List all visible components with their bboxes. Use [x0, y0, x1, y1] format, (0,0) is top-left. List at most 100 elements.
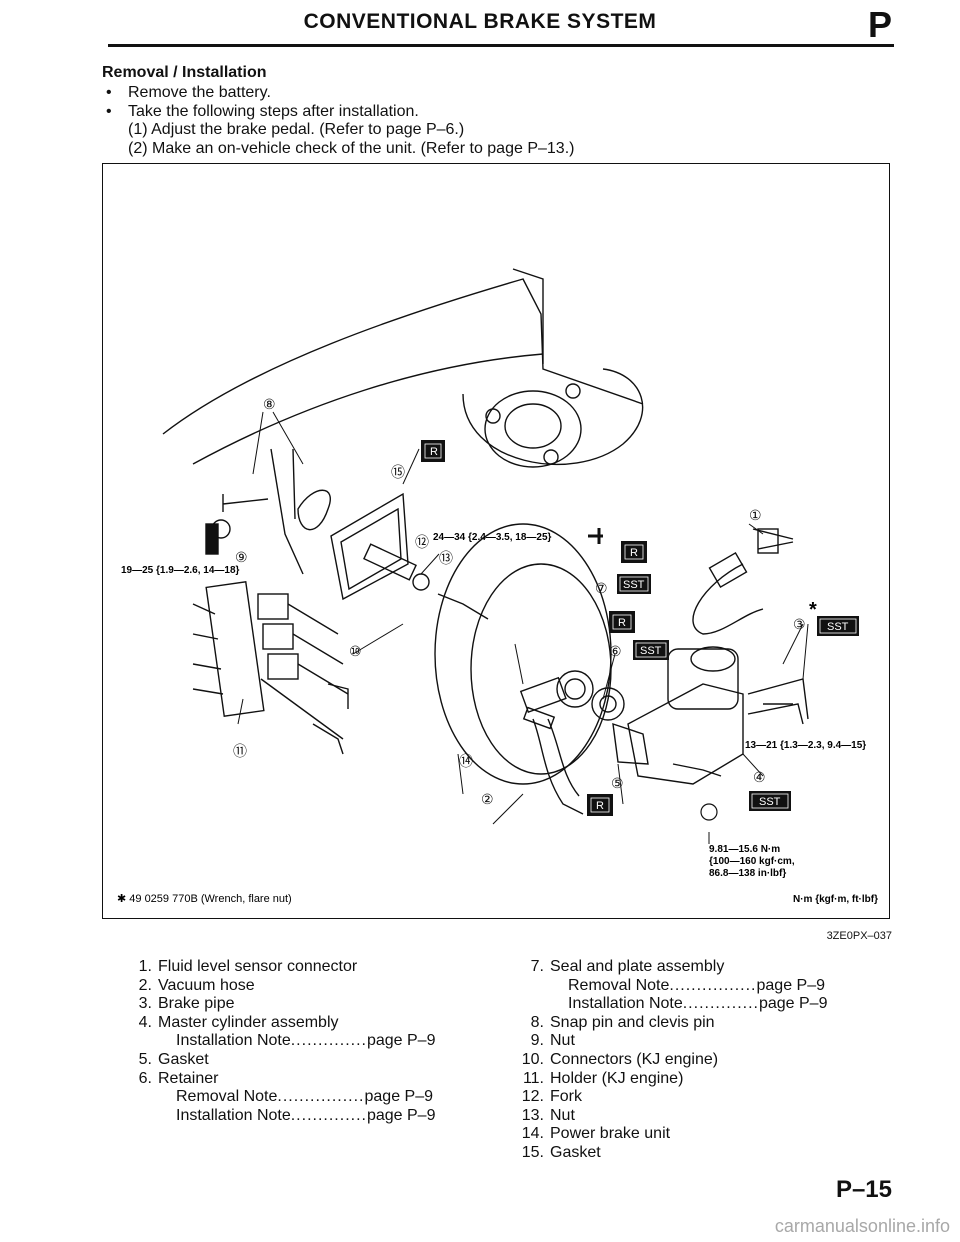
units-note: N·m {kgf·m, ft·lbf} — [793, 894, 878, 905]
strut-mount — [484, 390, 582, 468]
callout-9: ⑨ — [235, 549, 248, 565]
torque-wrench-symbol — [205, 523, 219, 555]
badge-label: SST — [827, 621, 849, 633]
page-number: P–15 — [835, 1176, 892, 1203]
callout-15: ⑮ — [391, 464, 405, 480]
parts-list-item: 12.Fork — [508, 1088, 827, 1107]
note-note: Installation Note — [176, 1032, 291, 1050]
callout-11: ⑪ — [233, 743, 247, 759]
part-name: Fluid level sensor connector — [158, 958, 358, 975]
badge-label: R — [596, 800, 604, 812]
parts-list-item: 11. Holder (KJ engine) — [508, 1070, 827, 1089]
retainer — [591, 687, 625, 721]
parts-list-item: 3.Brake pipe — [116, 995, 435, 1014]
callout-14: ⑭ — [459, 753, 473, 769]
replace-badge: R — [587, 794, 613, 816]
exploded-diagram: ① ② ③ ④ ⑤ ⑥ ⑦ ⑧ ⑨ ⑩ ⑪ ⑫ ⑬ ⑭ ⑮ R R — [102, 163, 890, 919]
part-name: Nut — [550, 1106, 575, 1124]
star-mark: * — [809, 599, 817, 621]
sst-badge: SST — [617, 574, 651, 594]
vacuum-hose — [532, 718, 584, 815]
sst-badge: SST — [817, 616, 859, 636]
badge-label: SST — [623, 579, 645, 591]
part-name: Retainer — [158, 1069, 219, 1087]
parts-list-note: Installation Note .............. page P–… — [116, 1032, 435, 1051]
torque-spec: 9.81—15.6 N·m — [709, 844, 780, 855]
callout-3: ③ — [793, 616, 806, 632]
part-number: 4. — [138, 1013, 152, 1031]
note-note: Removal Note — [568, 976, 670, 994]
part-number: 2. — [138, 976, 152, 994]
sensor-wire — [692, 563, 764, 635]
firewall-outline — [162, 278, 644, 435]
part-name: Fork — [550, 1088, 582, 1106]
note-dots: .............. — [290, 1032, 367, 1050]
master-cylinder — [627, 683, 744, 785]
note-page: page P–9 — [758, 995, 828, 1013]
parts-list-left: 1. Fluid level sensor connector 2. Vacuum h… — [116, 958, 436, 1125]
torque-wrench-symbol — [588, 528, 603, 544]
parts-list-note: Removal Note ................ page P–9 — [116, 1088, 435, 1107]
badge-label: SST — [759, 796, 781, 808]
header-rule — [108, 44, 894, 47]
callout-1: ① — [749, 507, 762, 523]
torque-spec: 86.8—138 in·lbf} — [709, 868, 786, 879]
part-number: 5. — [138, 1050, 152, 1068]
part-name: Nut — [550, 1032, 575, 1050]
badge-label: SST — [640, 645, 662, 657]
power-brake-unit — [434, 523, 612, 785]
callout-13: ⑬ — [439, 550, 453, 566]
reservoir — [667, 648, 739, 710]
callout-12: ⑫ — [415, 534, 429, 550]
note-dots: ................ — [277, 1088, 365, 1106]
connector-holder — [205, 581, 265, 717]
fork — [363, 543, 417, 581]
watermark: carmanualsonline.info — [774, 1216, 950, 1236]
replace-badge: R — [609, 611, 635, 633]
note-note: Removal Note — [176, 1088, 278, 1106]
parts-list-item: 14.Power brake unit — [508, 1125, 827, 1144]
part-number: 7. — [530, 958, 544, 975]
note-page: page P–9 — [756, 976, 826, 994]
sst-badge: SST — [749, 791, 791, 811]
step-bullet: Remove the battery. — [102, 84, 574, 103]
part-name: Gasket — [550, 1143, 601, 1161]
parts-list-note: Removal Note ................ page P–9 — [508, 977, 827, 996]
part-number: 11. — [522, 1069, 544, 1087]
torque-spec: 19—25 {1.9—2.6, 14—18} — [121, 565, 240, 576]
part-number: 13. — [521, 1106, 544, 1124]
callout-6: ⑥ — [609, 643, 622, 659]
procedure-steps: Remove the battery. Take the following s… — [102, 84, 574, 158]
part-number: 9. — [530, 1032, 544, 1050]
note-page: page P–9 — [366, 1032, 436, 1050]
clevis — [297, 489, 331, 531]
part-number: 6. — [138, 1069, 152, 1087]
part-number: 15. — [521, 1143, 544, 1161]
callout-7: ⑦ — [595, 580, 608, 596]
part-name: Holder (KJ engine) — [550, 1069, 684, 1087]
torque-spec: {100—160 kgf·cm, — [709, 856, 795, 867]
connector — [257, 593, 289, 620]
step-bullet: Take the following steps after installat… — [102, 103, 574, 122]
part-number: 3. — [138, 995, 152, 1013]
part-name: Seal and plate assembly — [550, 958, 725, 975]
callout-8: ⑧ — [263, 396, 276, 412]
note-dots: ................ — [669, 976, 757, 994]
substep: (2) Make an on-vehicle check of the unit… — [128, 139, 575, 157]
note-dots: .............. — [682, 995, 759, 1013]
figure-code: 3ZE0PX–037 — [826, 930, 892, 942]
diagram-drawing: ① ② ③ ④ ⑤ ⑥ ⑦ ⑧ ⑨ ⑩ ⑪ ⑫ ⑬ ⑭ ⑮ R R — [117, 268, 878, 905]
note-note: Installation Note — [568, 995, 683, 1013]
replace-badge: R — [421, 440, 445, 462]
parts-list-item: 8.Snap pin and clevis pin — [508, 1014, 827, 1033]
section-letter: P — [867, 4, 892, 45]
parts-list-item: 9. Nut — [508, 1032, 827, 1051]
part-name: Vacuum hose — [158, 976, 255, 994]
parts-list-item: 15. Gasket — [508, 1144, 827, 1163]
brake-pipe — [747, 678, 809, 725]
part-number: 1. — [138, 958, 152, 975]
sensor-connector — [708, 552, 748, 588]
parts-list-item: 5.Gasket — [116, 1051, 435, 1070]
part-number: 8. — [530, 1013, 544, 1031]
part-number: 10. — [521, 1050, 544, 1068]
